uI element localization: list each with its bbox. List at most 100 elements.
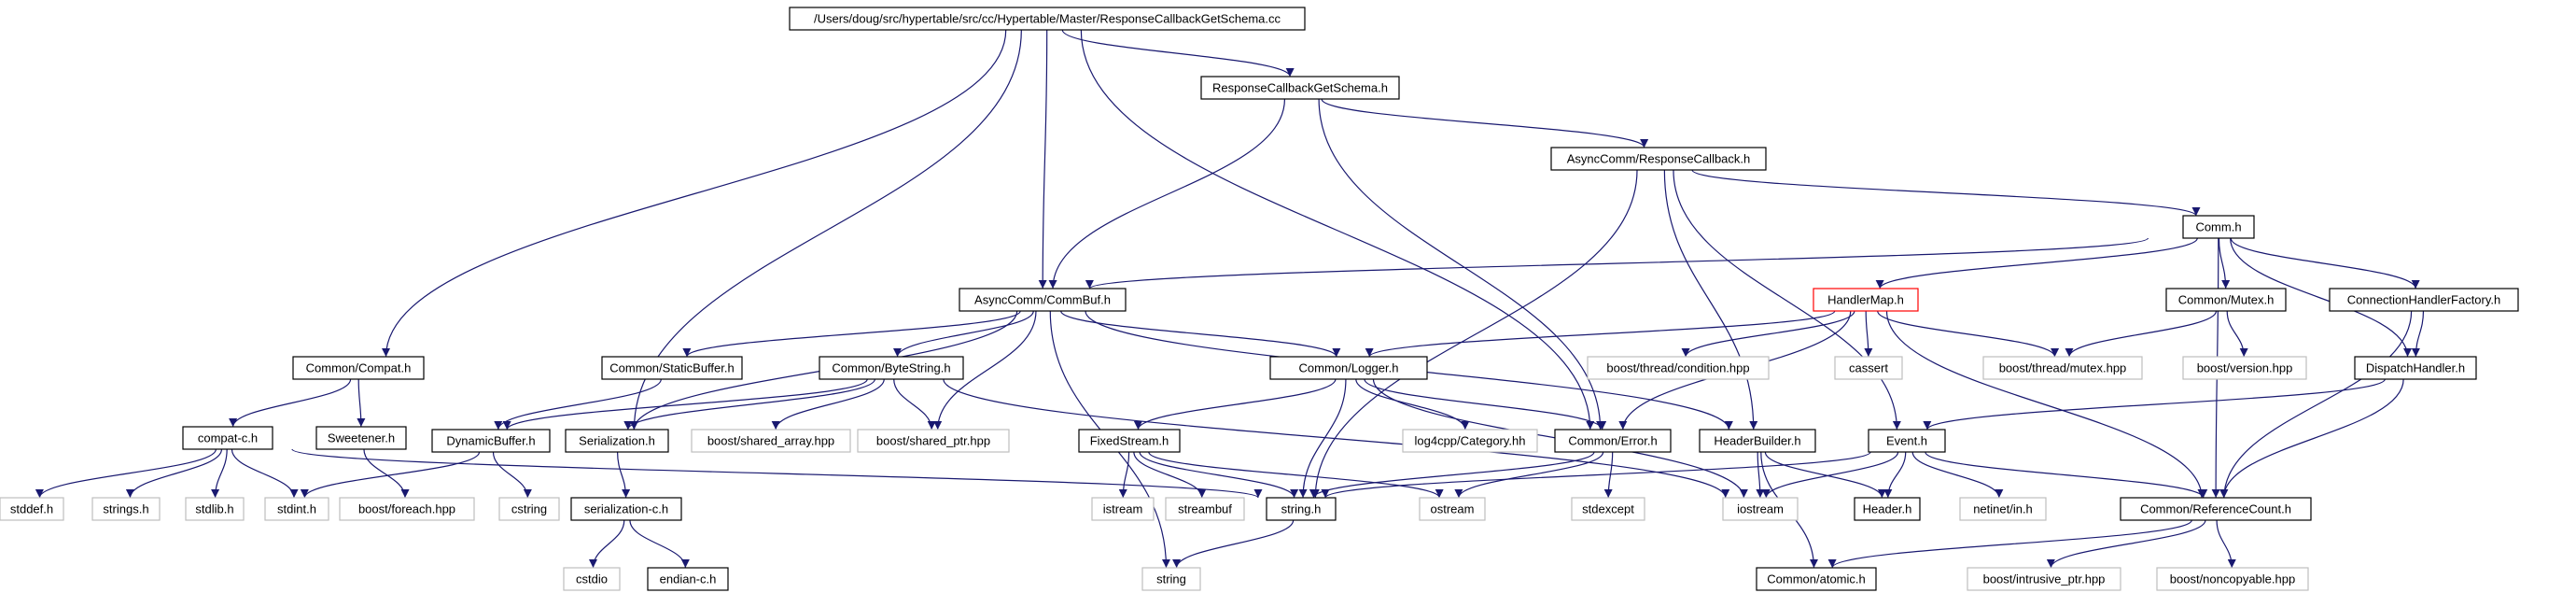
- node-serialc[interactable]: serialization-c.h: [570, 497, 682, 521]
- node-cstdio: cstdio: [563, 567, 621, 591]
- edge-bytestring-to-serial: [623, 378, 875, 431]
- node-header_h[interactable]: Header.h: [1854, 497, 1921, 521]
- node-label-dynbuf: DynamicBuffer.h: [446, 434, 535, 448]
- node-box-b_intrusive: [1967, 567, 2121, 591]
- node-box-b_sptr: [857, 429, 1010, 453]
- node-box-istream: [1091, 497, 1155, 521]
- node-box-async_rc: [1550, 147, 1767, 171]
- edge-bytestring-to-b_sarray: [771, 378, 885, 431]
- node-endianc[interactable]: endian-c.h: [647, 567, 729, 591]
- node-dynbuf[interactable]: DynamicBuffer.h: [431, 429, 551, 453]
- node-box-comm_h: [2182, 215, 2255, 239]
- node-stdint: stdint.h: [264, 497, 329, 521]
- node-b_sarray: boost/shared_array.hpp: [691, 429, 851, 453]
- node-box-fixedstream: [1078, 429, 1181, 453]
- node-box-string: [1141, 567, 1201, 591]
- node-box-streambuf: [1165, 497, 1245, 521]
- edge-error-to-stdexcept: [1603, 451, 1614, 499]
- node-label-ostream: ostream: [1431, 502, 1475, 516]
- node-box-dynbuf: [431, 429, 551, 453]
- edge-dispatch-to-event: [1923, 378, 2386, 431]
- edge-compat-to-compatc: [229, 378, 352, 428]
- node-label-sweetener: Sweetener.h: [328, 431, 395, 445]
- node-atomic[interactable]: Common/atomic.h: [1756, 567, 1877, 591]
- node-hdrbuilder[interactable]: HeaderBuilder.h: [1699, 429, 1816, 453]
- node-box-b_mutex: [1982, 356, 2143, 380]
- node-label-staticbuf: Common/StaticBuffer.h: [609, 361, 734, 375]
- node-chf[interactable]: ConnectionHandlerFactory.h: [2329, 288, 2519, 312]
- node-label-event: Event.h: [1886, 434, 1927, 448]
- node-string_h[interactable]: string.h: [1266, 497, 1337, 521]
- edge-dynbuf-to-cstring: [492, 451, 532, 499]
- node-box-ostream: [1419, 497, 1486, 521]
- node-refcount[interactable]: Common/ReferenceCount.h: [2120, 497, 2312, 521]
- edge-fixedstream-to-streambuf: [1133, 451, 1207, 499]
- node-label-stdexcept: stdexcept: [1582, 502, 1634, 516]
- node-mutex[interactable]: Common/Mutex.h: [2165, 288, 2287, 312]
- node-label-mutex: Common/Mutex.h: [2178, 293, 2275, 307]
- node-error[interactable]: Common/Error.h: [1554, 429, 1672, 453]
- node-b_intrusive: boost/intrusive_ptr.hpp: [1967, 567, 2121, 591]
- node-root[interactable]: /Users/doug/src/hypertable/src/cc/Hypert…: [789, 7, 1306, 31]
- node-box-stdlib: [185, 497, 245, 521]
- node-box-iostream: [1722, 497, 1799, 521]
- node-compatc[interactable]: compat-c.h: [182, 426, 273, 450]
- node-box-stddef: [0, 497, 64, 521]
- edge-hdrbuilder-to-iostream: [1756, 451, 1765, 499]
- edge-logger-to-log4cpp: [1355, 378, 1470, 431]
- edge-refcount-to-b_intrusive: [2046, 519, 2206, 569]
- node-fixedstream[interactable]: FixedStream.h: [1078, 429, 1181, 453]
- nodes-layer: /Users/doug/src/hypertable/src/cc/Hypert…: [0, 7, 2519, 591]
- node-serial[interactable]: Serialization.h: [565, 429, 669, 453]
- edge-bytestring-to-b_sptr: [893, 378, 936, 431]
- node-box-string_h: [1266, 497, 1337, 521]
- node-label-comm_h: Comm.h: [2195, 220, 2241, 234]
- node-rcgs_h[interactable]: ResponseCallbackGetSchema.h: [1200, 76, 1400, 100]
- node-handlermap[interactable]: HandlerMap.h: [1813, 288, 1919, 312]
- node-event[interactable]: Event.h: [1868, 429, 1946, 453]
- node-label-b_mutex: boost/thread/mutex.hpp: [1999, 361, 2127, 375]
- node-box-logger: [1269, 356, 1428, 380]
- node-label-cstdio: cstdio: [576, 572, 608, 586]
- edge-async_rc-to-event: [1673, 169, 1901, 431]
- node-label-string_h: string.h: [1281, 502, 1322, 516]
- node-b_cond: boost/thread/condition.hpp: [1587, 356, 1770, 380]
- node-label-b_noncopy: boost/noncopyable.hpp: [2170, 572, 2295, 586]
- node-box-header_h: [1854, 497, 1921, 521]
- node-label-iostream: iostream: [1737, 502, 1784, 516]
- node-staticbuf[interactable]: Common/StaticBuffer.h: [601, 356, 743, 380]
- edge-string_h-to-string: [1172, 519, 1295, 569]
- node-box-atomic: [1756, 567, 1877, 591]
- node-dispatch[interactable]: DispatchHandler.h: [2354, 356, 2477, 380]
- edge-dynbuf-to-stdint: [300, 451, 481, 499]
- edge-async_rc-to-hdrbuilder: [1663, 169, 1758, 431]
- node-box-sweetener: [315, 426, 407, 450]
- edge-async_rc-to-comm_h: [1691, 169, 2201, 217]
- node-box-mutex: [2165, 288, 2287, 312]
- node-bytestring[interactable]: Common/ByteString.h: [819, 356, 964, 380]
- edge-compatc-to-stdint: [231, 448, 299, 499]
- node-label-chf: ConnectionHandlerFactory.h: [2347, 293, 2501, 307]
- edge-event-to-iostream: [1761, 451, 1899, 499]
- node-ostream: ostream: [1419, 497, 1486, 521]
- node-cassert: cassert: [1834, 356, 1903, 380]
- edge-comm_h-to-handlermap: [1875, 237, 2198, 289]
- node-sweetener[interactable]: Sweetener.h: [315, 426, 407, 450]
- node-log4cpp: log4cpp/Category.hh: [1402, 429, 1538, 453]
- node-box-compatc: [182, 426, 273, 450]
- node-box-stdint: [264, 497, 329, 521]
- node-async_rc[interactable]: AsyncComm/ResponseCallback.h: [1550, 147, 1767, 171]
- node-box-netinet: [1959, 497, 2047, 521]
- node-box-serialc: [570, 497, 682, 521]
- node-box-stdexcept: [1571, 497, 1645, 521]
- node-box-handlermap: [1813, 288, 1919, 312]
- edge-serialc-to-endianc: [629, 519, 690, 569]
- node-box-strings: [91, 497, 161, 521]
- node-logger[interactable]: Common/Logger.h: [1269, 356, 1428, 380]
- node-b_foreach: boost/foreach.hpp: [339, 497, 475, 521]
- node-label-b_intrusive: boost/intrusive_ptr.hpp: [1983, 572, 2106, 586]
- node-compat[interactable]: Common/Compat.h: [292, 356, 425, 380]
- node-commbuf[interactable]: AsyncComm/CommBuf.h: [959, 288, 1127, 312]
- node-label-strings: strings.h: [103, 502, 148, 516]
- node-comm_h[interactable]: Comm.h: [2182, 215, 2255, 239]
